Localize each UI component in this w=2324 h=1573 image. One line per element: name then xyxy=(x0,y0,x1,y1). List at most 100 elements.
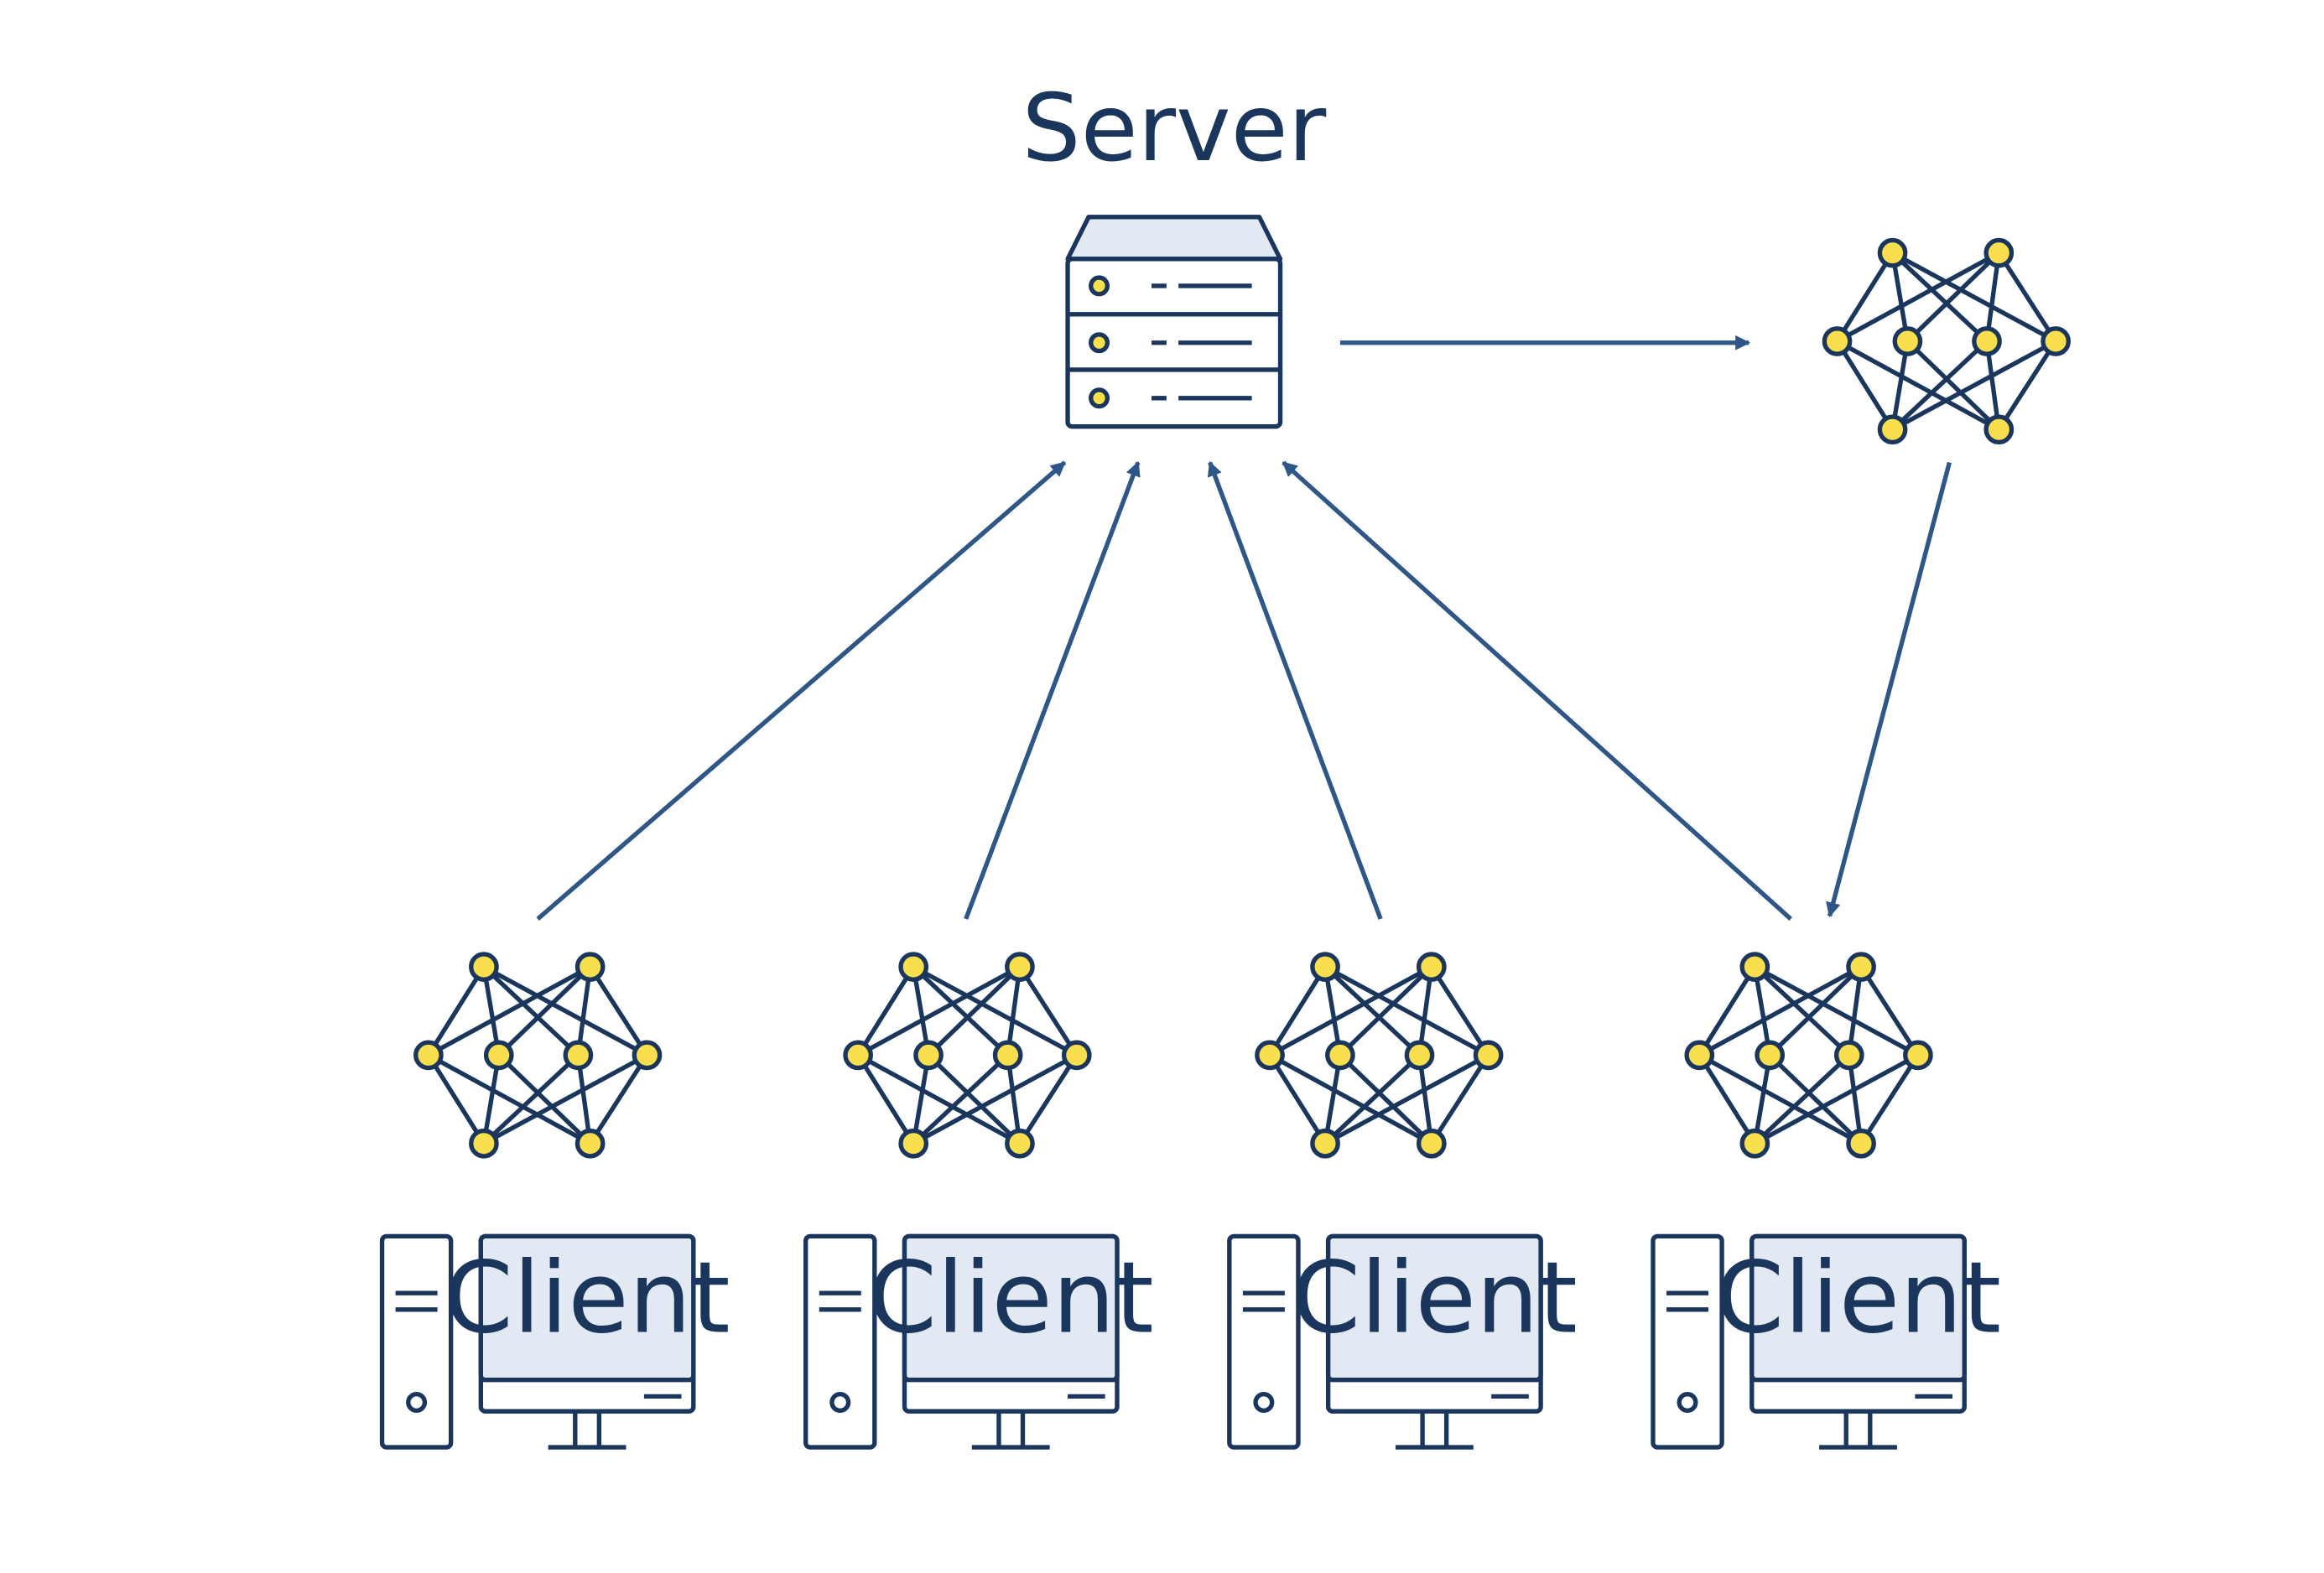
network-edge xyxy=(1859,1053,1921,1145)
network-edge xyxy=(856,964,1022,1057)
network-edge xyxy=(1267,965,1328,1056)
network-node xyxy=(1903,1040,1933,1071)
client-computer-2: Client xyxy=(803,1233,1154,1450)
network-edge xyxy=(1768,965,1863,1057)
monitor-icon xyxy=(1749,1233,1967,1450)
network-edge xyxy=(1891,251,2057,344)
network-node xyxy=(1739,1128,1770,1159)
network-edge xyxy=(1891,339,2057,432)
monitor-icon xyxy=(478,1233,696,1450)
network-node xyxy=(1739,952,1770,982)
network-edge xyxy=(1754,964,1920,1057)
network-edge xyxy=(1698,964,1863,1057)
network-node xyxy=(563,1040,594,1071)
network-edge xyxy=(912,965,1010,1057)
network-edge xyxy=(1268,964,1433,1057)
client-label: Client xyxy=(1292,1241,1578,1356)
network-edge xyxy=(482,1053,580,1145)
network-node xyxy=(1983,237,2015,268)
tower-icon xyxy=(1227,1233,1301,1450)
network-edge xyxy=(482,965,580,1057)
arrow-client-3-to-server xyxy=(1207,460,1383,920)
network-edge xyxy=(426,1053,486,1145)
network-node xyxy=(1877,414,1908,445)
global-model-network-icon xyxy=(1822,237,2071,445)
network-edge xyxy=(1267,1053,1328,1145)
network-edge xyxy=(1017,965,1079,1056)
network-edge xyxy=(1905,251,2001,343)
network-edge xyxy=(427,1053,591,1146)
network-node xyxy=(1846,1128,1876,1159)
network-node xyxy=(1404,1040,1435,1071)
network-edge xyxy=(856,1053,1022,1146)
network-edge xyxy=(1836,339,2000,432)
arrow-client-4-to-server xyxy=(1282,460,1792,921)
network-edge xyxy=(912,1053,1010,1145)
network-edge xyxy=(1997,340,2058,431)
network-edge xyxy=(1429,965,1490,1056)
network-edge xyxy=(1754,1053,1920,1146)
network-edge xyxy=(912,1053,1079,1146)
network-node xyxy=(1833,1040,1864,1071)
network-edge xyxy=(482,1053,648,1146)
network-edge xyxy=(855,1053,916,1145)
monitor-icon xyxy=(902,1233,1120,1450)
server-icon xyxy=(1065,215,1283,429)
client-3-network-icon xyxy=(1255,952,1504,1159)
client-label: Client xyxy=(445,1241,730,1356)
network-edge xyxy=(1768,1053,1863,1145)
network-edge xyxy=(927,965,1022,1057)
network-node xyxy=(992,1040,1023,1071)
tower-icon xyxy=(803,1233,877,1450)
network-edge xyxy=(497,965,592,1057)
monitor-icon xyxy=(1325,1233,1543,1450)
network-node xyxy=(1877,237,1908,268)
network-node xyxy=(413,1040,444,1071)
network-node xyxy=(913,1040,944,1071)
network-edge xyxy=(427,964,591,1057)
network-edge xyxy=(1323,1053,1422,1145)
network-node xyxy=(2041,326,2071,356)
network-node xyxy=(1310,952,1340,982)
network-edge xyxy=(588,965,649,1056)
network-node xyxy=(1061,1040,1092,1071)
network-node xyxy=(1684,1040,1715,1071)
tower-icon xyxy=(1651,1233,1724,1450)
arrow-global-model-to-client-4 xyxy=(1826,461,1952,918)
network-edge xyxy=(1753,1053,1851,1145)
network-node xyxy=(1983,414,2015,445)
network-edge xyxy=(1323,964,1490,1057)
network-edge xyxy=(1017,1053,1079,1145)
network-node xyxy=(1255,1040,1285,1071)
network-edge xyxy=(927,1053,1022,1145)
network-node xyxy=(632,1040,663,1071)
network-edge xyxy=(1997,252,2058,343)
network-edge xyxy=(1323,965,1422,1057)
network-edge xyxy=(1339,965,1433,1057)
network-node xyxy=(1005,1128,1035,1159)
client-1-network-icon xyxy=(413,952,663,1159)
tower-icon xyxy=(379,1233,454,1450)
server-label: Server xyxy=(1022,75,1326,183)
network-node xyxy=(575,1128,606,1159)
network-node xyxy=(469,952,499,982)
client-computer-4: Client xyxy=(1651,1233,2001,1450)
network-edge xyxy=(1268,1053,1433,1146)
arrow-client-2-to-server xyxy=(964,460,1141,920)
arrow-client-1-to-server xyxy=(536,460,1067,921)
network-node xyxy=(1473,1040,1504,1071)
network-edge xyxy=(855,965,916,1056)
network-edge xyxy=(1890,340,1989,432)
client-label: Client xyxy=(868,1241,1154,1356)
network-edge xyxy=(1890,251,1989,343)
network-edge xyxy=(482,964,648,1057)
network-node xyxy=(843,1040,874,1071)
network-node xyxy=(1755,1040,1786,1071)
network-edge xyxy=(1835,252,1895,343)
network-edge xyxy=(1905,340,2001,432)
network-edge xyxy=(1323,1053,1490,1146)
network-node xyxy=(1325,1040,1355,1071)
network-node xyxy=(1416,1128,1447,1159)
network-node xyxy=(898,1128,929,1159)
